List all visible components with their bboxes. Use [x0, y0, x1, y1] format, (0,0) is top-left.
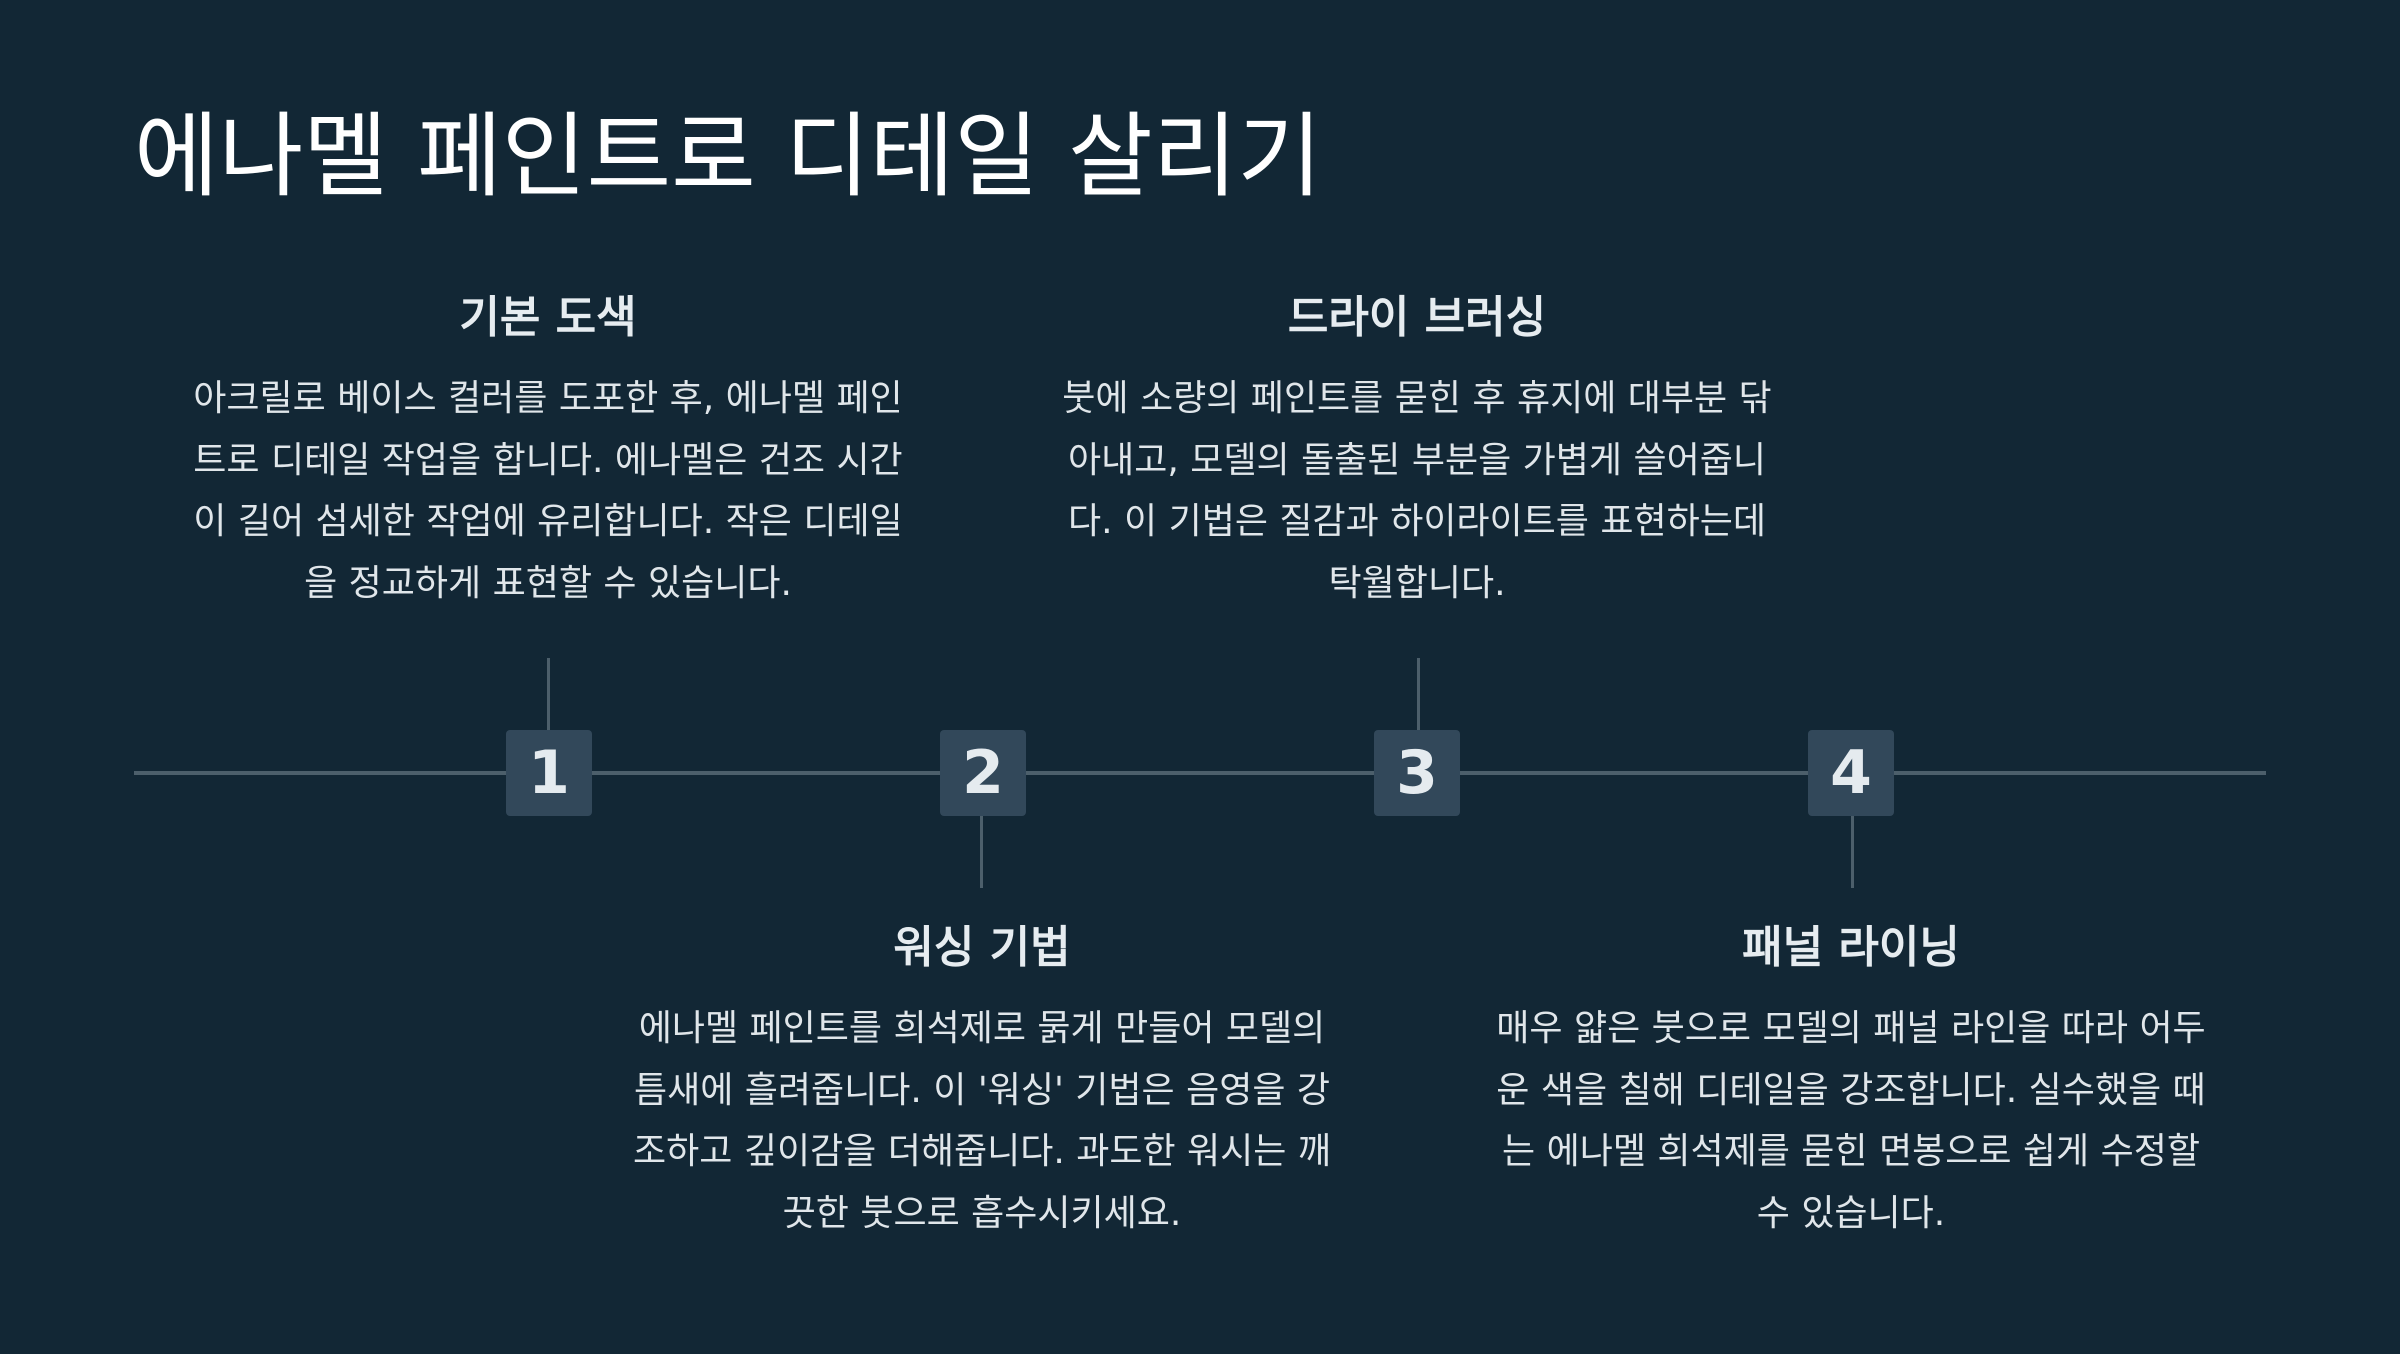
- timeline-line: [134, 771, 2266, 775]
- step-card-4: 패널 라이닝 매우 얇은 붓으로 모델의 패널 라인을 따라 어두운 색을 칠해…: [1481, 920, 2221, 1244]
- step-title: 패널 라이닝: [1742, 922, 1960, 973]
- step-description: 매우 얇은 붓으로 모델의 패널 라인을 따라 어두운 색을 칠해 디테일을 강…: [1496, 1008, 2206, 1234]
- connector-step-3: [1417, 658, 1420, 730]
- step-description: 아크릴로 베이스 컬러를 도포한 후, 에나멜 페인트로 디테일 작업을 합니다…: [193, 378, 903, 604]
- connector-step-1: [547, 658, 550, 730]
- step-marker-2: 2: [940, 730, 1026, 816]
- step-marker-1: 1: [506, 730, 592, 816]
- step-title: 워싱 기법: [893, 922, 1071, 973]
- connector-step-4: [1851, 816, 1854, 888]
- step-title: 드라이 브러싱: [1287, 292, 1547, 343]
- step-marker-3: 3: [1374, 730, 1460, 816]
- step-marker-4: 4: [1808, 730, 1894, 816]
- slide-title: 에나멜 페인트로 디테일 살리기: [134, 103, 1323, 210]
- step-description: 붓에 소량의 페인트를 묻힌 후 휴지에 대부분 닦아내고, 모델의 돌출된 부…: [1062, 378, 1772, 604]
- step-description: 에나멜 페인트를 희석제로 묽게 만들어 모델의 틈새에 흘려줍니다. 이 '워…: [633, 1008, 1331, 1234]
- step-card-2: 워싱 기법 에나멜 페인트를 희석제로 묽게 만들어 모델의 틈새에 흘려줍니다…: [612, 920, 1352, 1244]
- step-title: 기본 도색: [459, 292, 637, 343]
- connector-step-2: [980, 816, 983, 888]
- step-card-1: 기본 도색 아크릴로 베이스 컬러를 도포한 후, 에나멜 페인트로 디테일 작…: [178, 290, 918, 614]
- step-card-3: 드라이 브러싱 붓에 소량의 페인트를 묻힌 후 휴지에 대부분 닦아내고, 모…: [1047, 290, 1787, 614]
